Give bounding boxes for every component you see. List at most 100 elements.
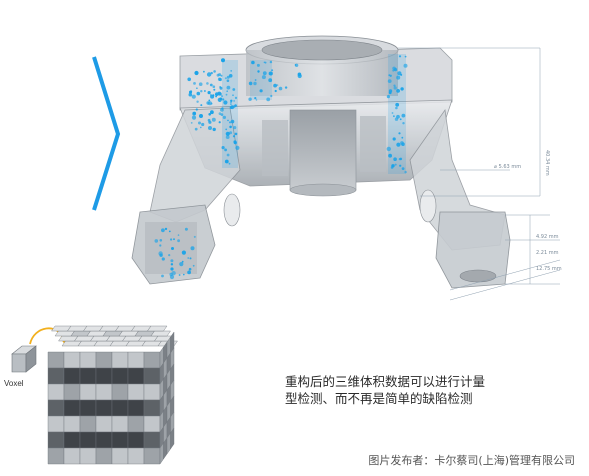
defect-dot	[188, 92, 193, 97]
voxel-cell	[95, 399, 113, 417]
defect-dot	[232, 88, 236, 91]
defect-dot	[221, 58, 225, 63]
defect-dot	[204, 90, 206, 92]
defect-dot	[203, 70, 205, 73]
defect-dot	[388, 89, 393, 93]
voxel-cell	[127, 431, 145, 449]
defect-dot	[398, 158, 401, 161]
defect-dot	[216, 73, 220, 77]
defect-dot	[223, 100, 228, 105]
defect-dot	[222, 115, 226, 119]
defect-dot	[297, 73, 302, 79]
defect-dot	[393, 86, 397, 90]
defect-dot	[219, 97, 223, 100]
defect-dot	[386, 95, 390, 99]
defect-dot	[284, 86, 288, 89]
defect-dot	[400, 73, 403, 76]
defect-dot	[213, 70, 216, 73]
defect-dot	[161, 257, 165, 261]
defect-dot	[168, 230, 171, 233]
defect-dot	[403, 63, 408, 68]
defect-dot	[395, 106, 398, 110]
voxel-cell	[143, 447, 161, 465]
defect-dot	[404, 55, 407, 58]
voxel-cell	[47, 367, 65, 385]
defect-dot	[228, 74, 233, 78]
voxel-cell	[111, 415, 129, 433]
defect-dot	[220, 74, 223, 77]
voxel-cell	[127, 383, 145, 401]
voxel-cell	[127, 447, 145, 465]
defect-dot	[398, 132, 401, 135]
defect-dot	[206, 72, 212, 77]
voxel-cell	[143, 383, 161, 401]
defect-dot	[294, 64, 297, 66]
defect-dot	[159, 239, 163, 242]
defect-dot	[396, 75, 401, 80]
defect-dot	[173, 238, 175, 241]
defect-dot	[269, 60, 273, 64]
dimension-diameter: ⌀ 5.63 mm	[494, 164, 521, 170]
defect-dot	[198, 121, 201, 125]
defect-dot	[259, 89, 263, 93]
defect-dot	[401, 113, 406, 118]
defect-dot	[190, 122, 193, 124]
defect-dot	[402, 122, 405, 125]
defect-dot	[233, 126, 237, 130]
defect-dot	[222, 98, 225, 101]
caption-line-1: 重构后的三维体积数据可以进行计量	[285, 374, 486, 389]
defect-highlight-center	[250, 60, 272, 100]
defect-dot	[217, 77, 222, 81]
voxel-cell	[95, 351, 113, 369]
defect-dot	[398, 55, 402, 58]
voxel-cell	[63, 415, 81, 433]
defect-dot	[224, 159, 229, 164]
voxel-cell	[127, 351, 145, 369]
defect-dot	[233, 100, 235, 102]
defect-dot	[195, 108, 198, 111]
defect-dot	[400, 141, 404, 145]
dimension-small-1: 4.92 mm	[536, 234, 559, 240]
defect-dot	[224, 77, 227, 80]
voxel-cell	[111, 399, 129, 417]
defect-dot	[278, 86, 283, 91]
voxel-cell	[79, 399, 97, 417]
defect-dot	[262, 71, 267, 76]
voxel-cell	[111, 367, 129, 385]
voxel-cell	[63, 351, 81, 369]
defect-dot	[225, 93, 228, 96]
defect-dot	[212, 85, 216, 88]
defect-dot	[396, 114, 400, 119]
defect-dot	[170, 263, 174, 266]
voxel-cell	[63, 367, 81, 385]
defect-dot	[177, 239, 181, 243]
voxel-cell	[111, 383, 129, 401]
defect-dot	[220, 108, 224, 112]
defect-dot	[218, 92, 222, 96]
voxel-cell	[95, 383, 113, 401]
defect-dot	[255, 99, 258, 101]
defect-dot	[195, 71, 198, 74]
defect-dot	[168, 254, 171, 257]
caption-line-2: 型检测、而不再是简单的缺陷检测	[285, 391, 473, 406]
defect-dot	[183, 273, 185, 276]
defect-dot	[268, 78, 273, 83]
defect-dot	[192, 111, 196, 115]
defect-dot	[386, 146, 391, 152]
defect-dot	[207, 91, 211, 95]
defect-dot	[219, 86, 223, 90]
defect-dot	[207, 101, 212, 106]
defect-dot	[248, 81, 253, 86]
defect-dot	[229, 121, 231, 124]
defect-dot	[226, 79, 230, 82]
defect-dot	[399, 118, 402, 121]
voxel-cell	[127, 367, 145, 385]
defect-dot	[220, 113, 224, 116]
voxel-cell	[111, 447, 129, 465]
defect-dot	[271, 69, 274, 72]
defect-dot	[181, 260, 184, 263]
defect-dot	[227, 119, 229, 122]
defect-dot	[213, 88, 216, 91]
voxel-cell	[150, 330, 171, 337]
